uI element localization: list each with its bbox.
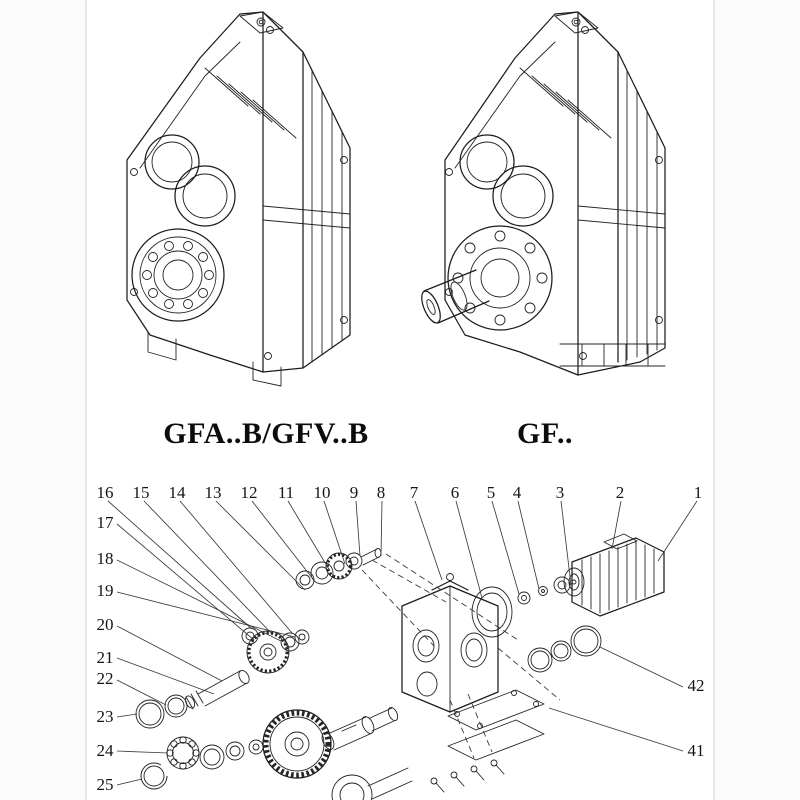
callout-42: 42	[688, 676, 705, 695]
callout-leader-lines	[107, 500, 698, 786]
callout-20: 20	[97, 615, 114, 634]
callout-17: 17	[97, 513, 115, 532]
exploded-parts-diagram	[135, 533, 665, 800]
callout-21: 21	[97, 648, 114, 667]
callout-3: 3	[556, 483, 565, 502]
callout-9: 9	[350, 483, 359, 502]
callout-6: 6	[451, 483, 460, 502]
callout-19: 19	[97, 581, 114, 600]
callout-4: 4	[513, 483, 522, 502]
gearbox-isometric-gfab	[126, 11, 351, 387]
callout-7: 7	[410, 483, 419, 502]
callout-11: 11	[278, 483, 294, 502]
callout-15: 15	[133, 483, 150, 502]
callout-16: 16	[97, 483, 114, 502]
callout-8: 8	[377, 483, 386, 502]
callout-22: 22	[97, 669, 114, 688]
callout-23: 23	[97, 707, 114, 726]
callout-10: 10	[314, 483, 331, 502]
page-margin-left	[0, 0, 86, 800]
callout-41: 41	[688, 741, 705, 760]
callout-5: 5	[487, 483, 496, 502]
callout-18: 18	[97, 549, 114, 568]
callout-1: 1	[694, 483, 703, 502]
callout-2: 2	[616, 483, 625, 502]
gearbox-isometric-gf	[421, 11, 666, 376]
page-margin-right	[714, 0, 800, 800]
callout-12: 12	[241, 483, 258, 502]
model-label-gfab-gfvb: GFA..B/GFV..B	[163, 417, 369, 450]
callout-13: 13	[205, 483, 222, 502]
callout-25: 25	[97, 775, 114, 794]
page-edge-lines	[85, 0, 715, 800]
callout-14: 14	[169, 483, 187, 502]
callout-24: 24	[97, 741, 115, 760]
model-label-gf: GF..	[517, 417, 573, 450]
